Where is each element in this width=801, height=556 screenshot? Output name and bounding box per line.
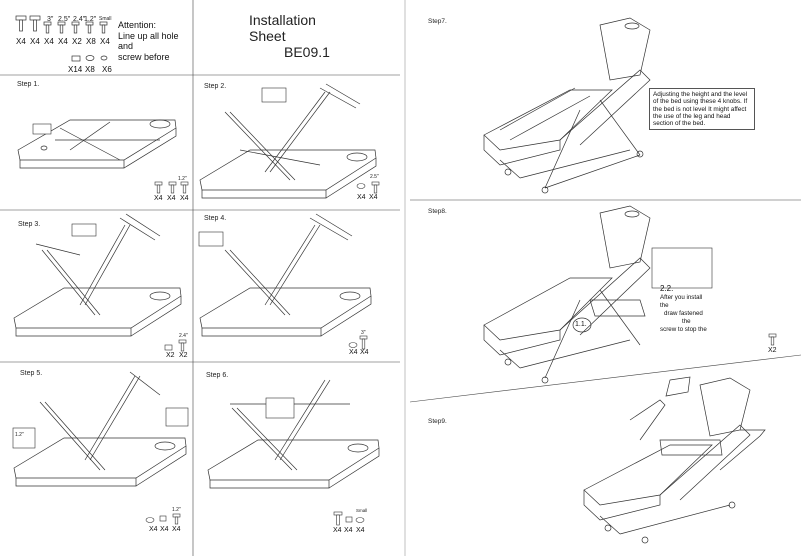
part-size-label: 1.2" — [15, 432, 24, 438]
part-quantity: X4 — [180, 195, 189, 202]
part-quantity: X4 — [172, 526, 181, 533]
bolt-icon — [371, 181, 380, 194]
bolt-icon — [768, 333, 777, 346]
step-label: Step 4. — [204, 215, 227, 222]
part-size-label: 2.5" — [58, 16, 71, 23]
part-quantity: X4 — [100, 37, 110, 46]
part-quantity: X4 — [44, 37, 54, 46]
step9-drawing — [583, 376, 766, 544]
nut-icon — [71, 55, 81, 62]
bolt-icon — [43, 21, 52, 34]
callout-line: After you install — [660, 294, 703, 301]
callout-line: draw fastened — [664, 310, 703, 317]
bolt-icon — [99, 21, 108, 34]
step7-note: Adjusting the height and the level of th… — [649, 88, 755, 131]
step-label: Step 6. — [206, 372, 229, 379]
washer-icon — [356, 183, 366, 189]
part-quantity: X4 — [344, 527, 353, 534]
part-size-label: 3" — [361, 330, 366, 336]
callout-line: the — [660, 302, 669, 309]
callout-line: screw to stop the — [660, 326, 707, 333]
part-size-label: 2.5" — [370, 174, 379, 180]
part-quantity: X4 — [356, 527, 365, 534]
step4-drawing — [199, 213, 372, 337]
part-quantity: X4 — [357, 194, 366, 201]
nut-icon — [164, 344, 173, 351]
step-label: Step 3. — [18, 221, 41, 228]
bolt-icon — [29, 15, 41, 32]
part-quantity: X4 — [58, 37, 68, 46]
step5-drawing — [13, 371, 187, 487]
step7-drawing — [483, 17, 651, 194]
washer-icon — [348, 342, 358, 348]
attention-line: and — [118, 41, 134, 51]
attention-line: Attention: — [118, 20, 157, 30]
part-quantity: X4 — [160, 526, 169, 533]
part-quantity: X2 — [166, 352, 175, 359]
part-size-label: 1.2" — [172, 507, 181, 513]
callout-line: the — [682, 318, 691, 325]
part-quantity: X2 — [72, 37, 82, 46]
bolt-icon — [15, 15, 27, 32]
attention-line: screw before — [118, 51, 170, 62]
part-quantity: X2 — [768, 347, 777, 354]
callout-number: 2.2. — [660, 284, 674, 293]
page-title: Installation — [249, 12, 316, 28]
washer-icon — [355, 517, 365, 523]
part-quantity: X4 — [149, 526, 158, 533]
attention-line: Line up all hole — [118, 30, 179, 41]
step6-drawing — [207, 379, 380, 489]
part-quantity: X4 — [360, 349, 369, 356]
part-quantity: X4 — [30, 37, 40, 46]
bolt-icon — [154, 181, 163, 194]
step-label: Step8. — [428, 208, 447, 215]
part-size-label: 2.4" — [179, 333, 188, 339]
bolt-icon — [359, 335, 368, 350]
part-quantity: X4 — [167, 195, 176, 202]
washer-icon — [100, 55, 108, 61]
bolt-icon — [172, 513, 181, 525]
step-label: Step 1. — [17, 81, 40, 88]
bolt-icon — [71, 21, 80, 34]
part-quantity: X8 — [85, 65, 95, 74]
step8-drawing — [483, 205, 651, 384]
page-title: Sheet — [249, 28, 286, 44]
nut-icon — [345, 516, 353, 523]
part-quantity: X4 — [154, 195, 163, 202]
part-quantity: X4 — [349, 349, 358, 356]
step1-drawing — [17, 119, 177, 169]
nut-icon — [159, 515, 167, 522]
bolt-icon — [180, 181, 189, 194]
part-quantity: X2 — [179, 352, 188, 359]
washer-icon — [145, 517, 155, 523]
part-quantity: X6 — [102, 65, 112, 74]
bolt-icon — [57, 21, 66, 34]
part-size-label: 1.2" — [84, 16, 97, 23]
step2-drawing — [199, 83, 377, 199]
bolt-icon — [85, 21, 94, 34]
part-size-label: Small — [99, 16, 112, 22]
bolt-icon — [178, 339, 187, 352]
step3-drawing — [13, 213, 182, 337]
part-quantity: X4 — [16, 37, 26, 46]
step-label: Step 2. — [204, 83, 227, 90]
washer-icon — [85, 55, 95, 61]
part-quantity: X4 — [369, 194, 378, 201]
part-size-label: 1.2" — [178, 176, 187, 182]
part-size-label: 2.4" — [73, 16, 86, 23]
step-label: Step 5. — [20, 370, 43, 377]
step-label: Step7. — [428, 18, 447, 25]
part-quantity: X14 — [68, 65, 83, 74]
bolt-icon — [333, 511, 343, 526]
step-label: Step9. — [428, 418, 447, 425]
part-quantity: X4 — [333, 527, 342, 534]
model-number: BE09.1 — [284, 44, 330, 60]
marker-label: 1.1. — [575, 321, 587, 328]
part-size-label: Small — [356, 508, 368, 513]
bolt-icon — [168, 181, 177, 194]
part-quantity: X8 — [86, 37, 96, 46]
part-size-label: 3" — [47, 16, 54, 23]
